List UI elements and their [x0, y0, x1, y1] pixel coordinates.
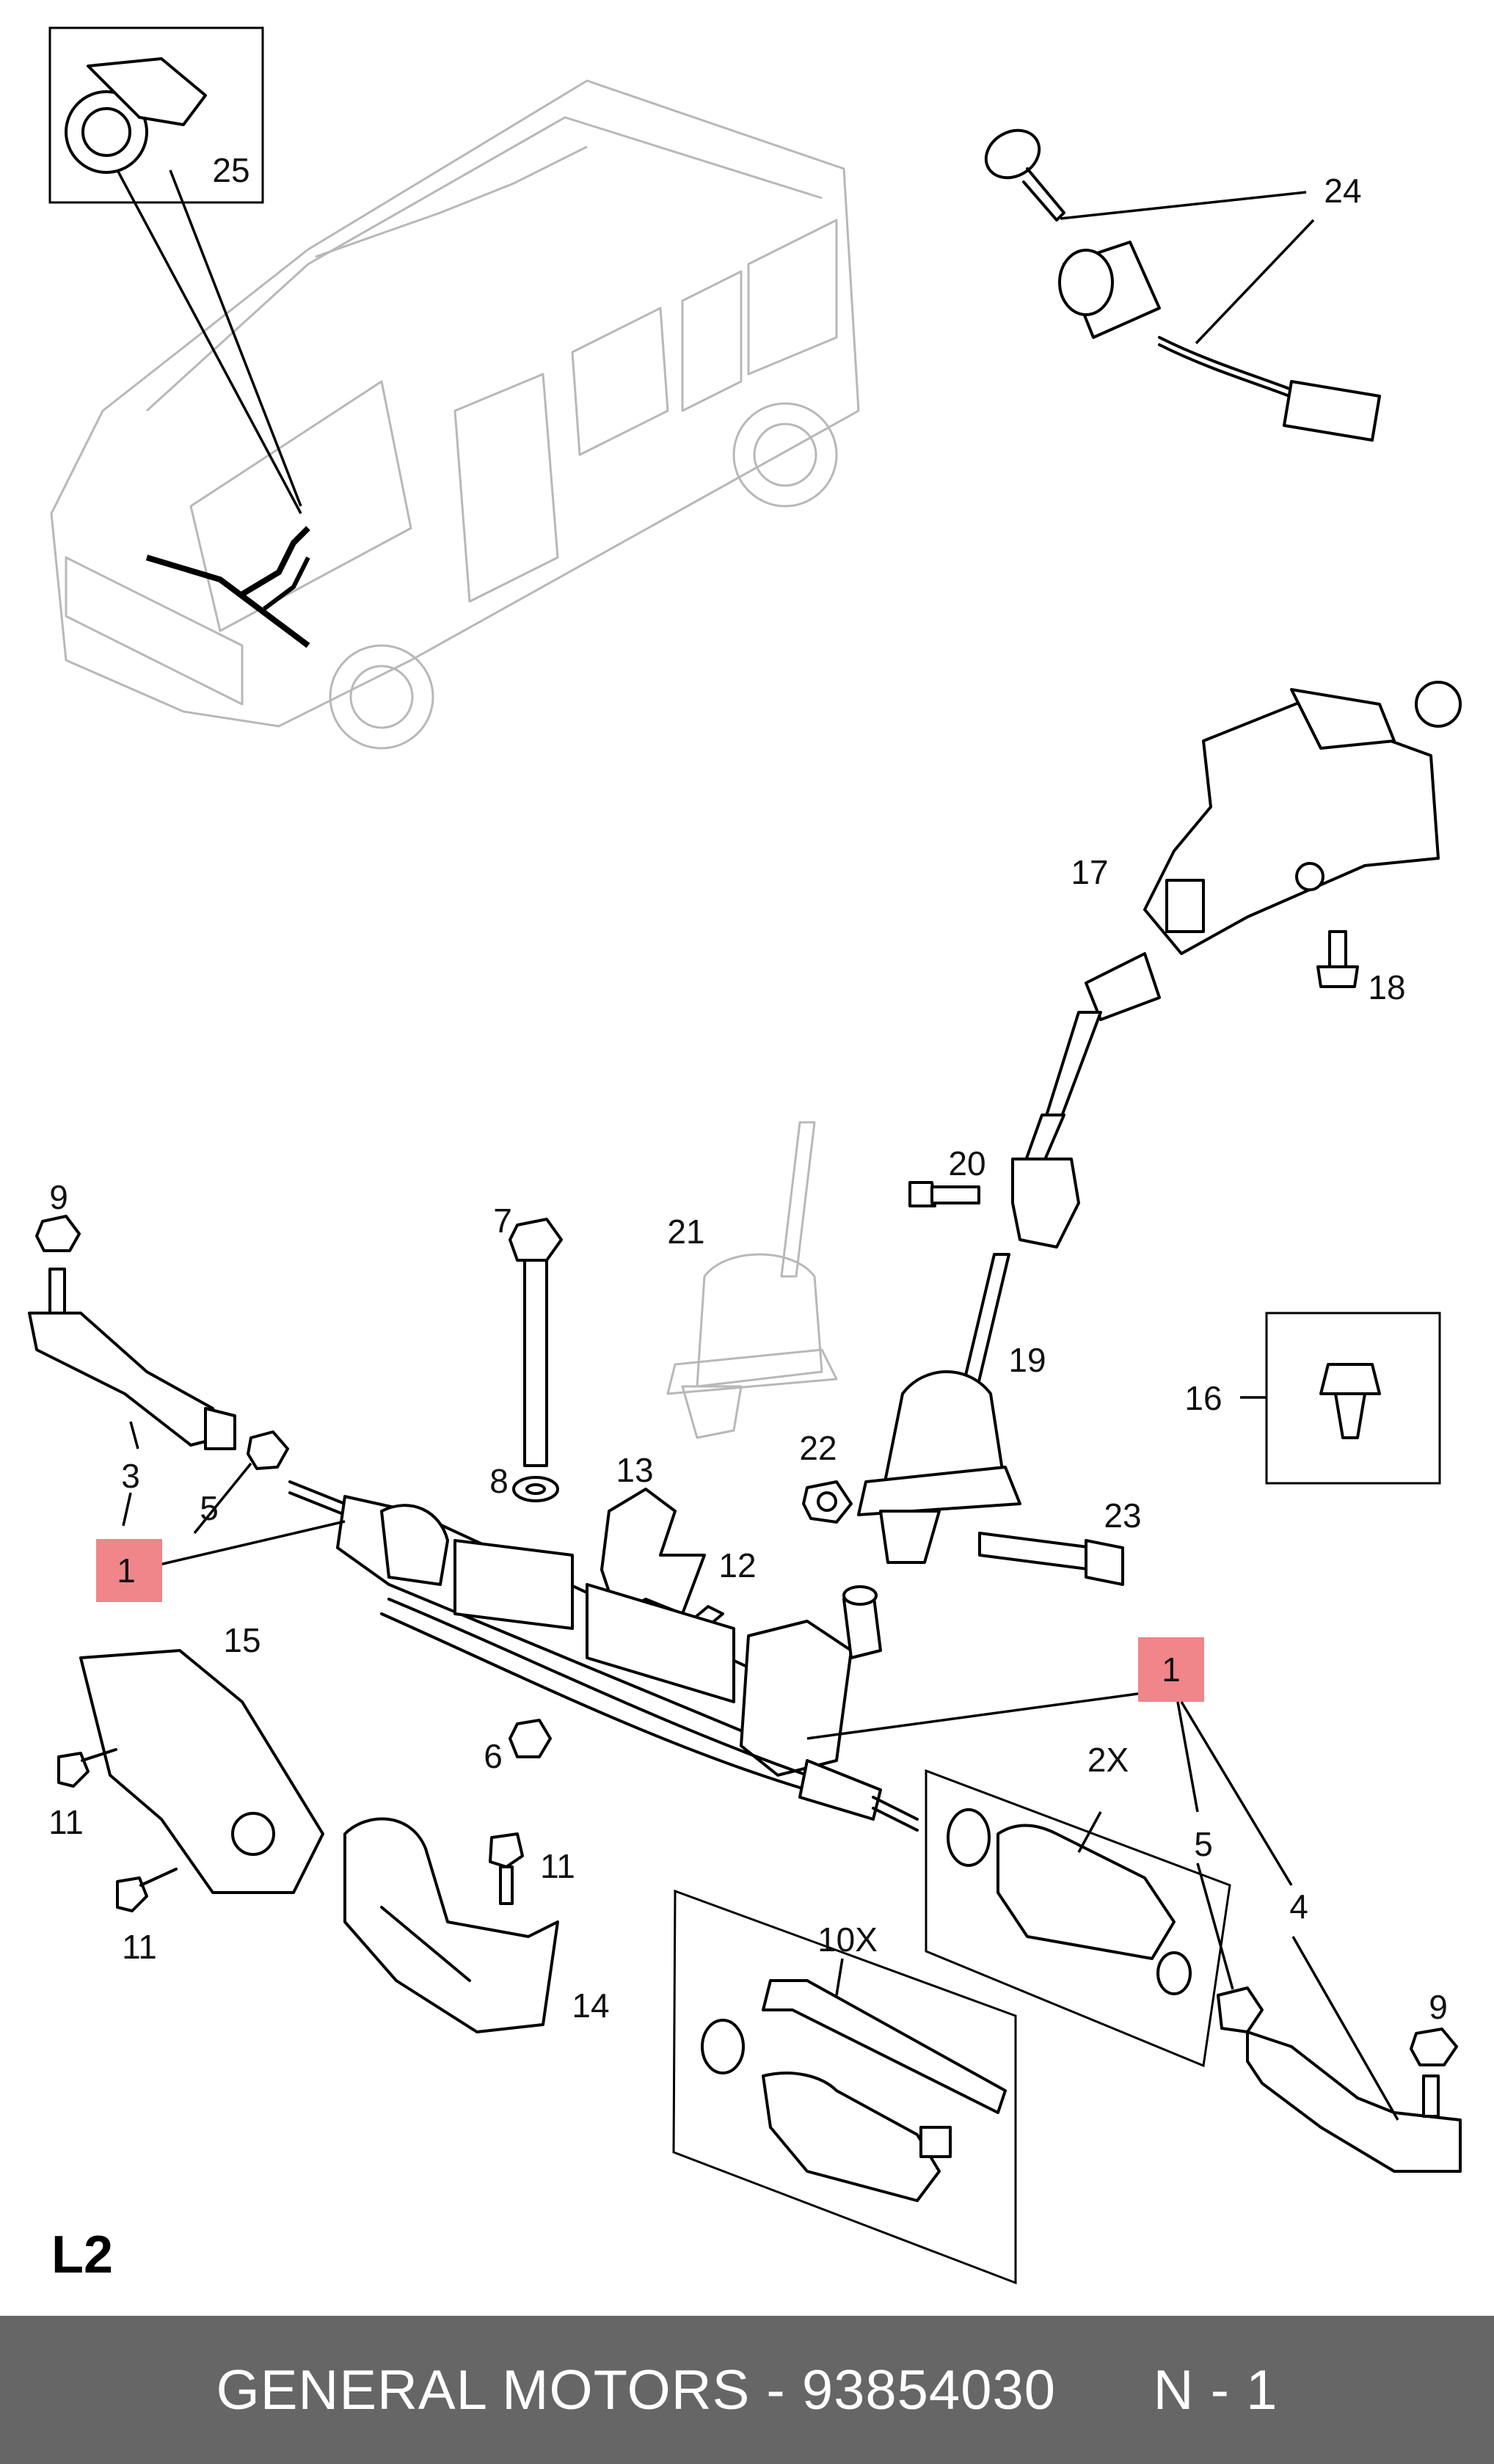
part-16-inset: 16	[1184, 1312, 1441, 1485]
callout-18: 18	[1368, 968, 1405, 1006]
callout-13: 13	[616, 1451, 653, 1489]
callout-22: 22	[799, 1429, 837, 1467]
part-19-boot: 19	[857, 1253, 1046, 1564]
callout-15: 15	[223, 1621, 260, 1659]
callout-1-left-highlight: 1	[96, 1539, 162, 1602]
part-15-heat-shield: 15	[79, 1621, 324, 1894]
part-25-inset: 25	[48, 26, 302, 514]
part-7-bolt: 7	[493, 1202, 563, 1467]
part-6-nut: 6	[484, 1719, 552, 1775]
callout-1-right-highlight: 1	[1138, 1637, 1293, 1886]
callout-11-c: 11	[540, 1847, 575, 1885]
callout-1-left: 1	[117, 1551, 136, 1590]
part-24-key-lock: 24	[984, 128, 1381, 442]
callout-25: 25	[212, 151, 249, 189]
part-11-screw-b: 11	[116, 1868, 178, 1966]
van-illustration	[50, 79, 860, 750]
callout-23: 23	[1104, 1496, 1141, 1535]
callout-1-right: 1	[1162, 1650, 1181, 1689]
part-22-nut: 22	[799, 1429, 853, 1524]
part-20-bolt: 20	[908, 1144, 986, 1207]
part-13-bracket: 13	[600, 1451, 706, 1615]
callout-7: 7	[493, 1202, 512, 1240]
callout-6: 6	[484, 1737, 503, 1775]
part-3-tie-rod-end-left: 3 9	[28, 1178, 236, 1527]
footer-bar: GENERAL MOTORS - 93854030 N - 1	[0, 2316, 1494, 2464]
section-code: L2	[51, 2226, 113, 2284]
part-23-bolt: 23	[978, 1496, 1142, 1586]
part-12-clip: 12	[685, 1546, 757, 1634]
callout-12: 12	[718, 1546, 756, 1584]
callout-14: 14	[572, 1986, 609, 2025]
part-4-tie-rod-end-right: 5 4 9	[1194, 1825, 1462, 2173]
callout-24: 24	[1324, 172, 1361, 210]
callout-5-left: 5	[200, 1489, 219, 1527]
part-21-boot: 21	[666, 1121, 838, 1439]
part-1-steering-rack	[143, 1480, 1144, 1832]
part-11-screw-a: 11	[48, 1748, 117, 1841]
callout-16: 16	[1184, 1379, 1222, 1417]
callout-19: 19	[1008, 1341, 1046, 1379]
part-5-nut-left: 5	[193, 1430, 289, 1535]
callout-9-right: 9	[1429, 1988, 1448, 2026]
part-11-screw-c: 11	[489, 1832, 575, 1905]
part-17-steering-column: 17	[1011, 681, 1462, 1249]
callout-5-right: 5	[1194, 1825, 1213, 1863]
footer-part-number: GENERAL MOTORS - 93854030 N - 1	[216, 2358, 1278, 2421]
callout-11-a: 11	[48, 1803, 84, 1841]
callout-8: 8	[489, 1462, 509, 1500]
part-10-tie-rod-kit: 10X	[672, 1889, 1017, 2285]
callout-3: 3	[121, 1457, 140, 1495]
callout-21: 21	[667, 1213, 704, 1251]
part-2-boot-kit: 2X	[925, 1741, 1231, 2068]
callout-20: 20	[948, 1144, 985, 1182]
part-8-washer: 8	[489, 1462, 559, 1502]
parts-diagram: 25 24 17 18 20	[28, 26, 1462, 2285]
callout-9-left: 9	[49, 1178, 68, 1216]
callout-2x: 2X	[1087, 1741, 1129, 1779]
callout-10x: 10X	[817, 1920, 878, 1959]
callout-4: 4	[1289, 1887, 1308, 1926]
part-18-bolt: 18	[1316, 930, 1406, 1006]
part-14-heat-shield: 14	[343, 1817, 610, 2033]
callout-17: 17	[1071, 853, 1108, 891]
callout-11-b: 11	[122, 1928, 157, 1966]
